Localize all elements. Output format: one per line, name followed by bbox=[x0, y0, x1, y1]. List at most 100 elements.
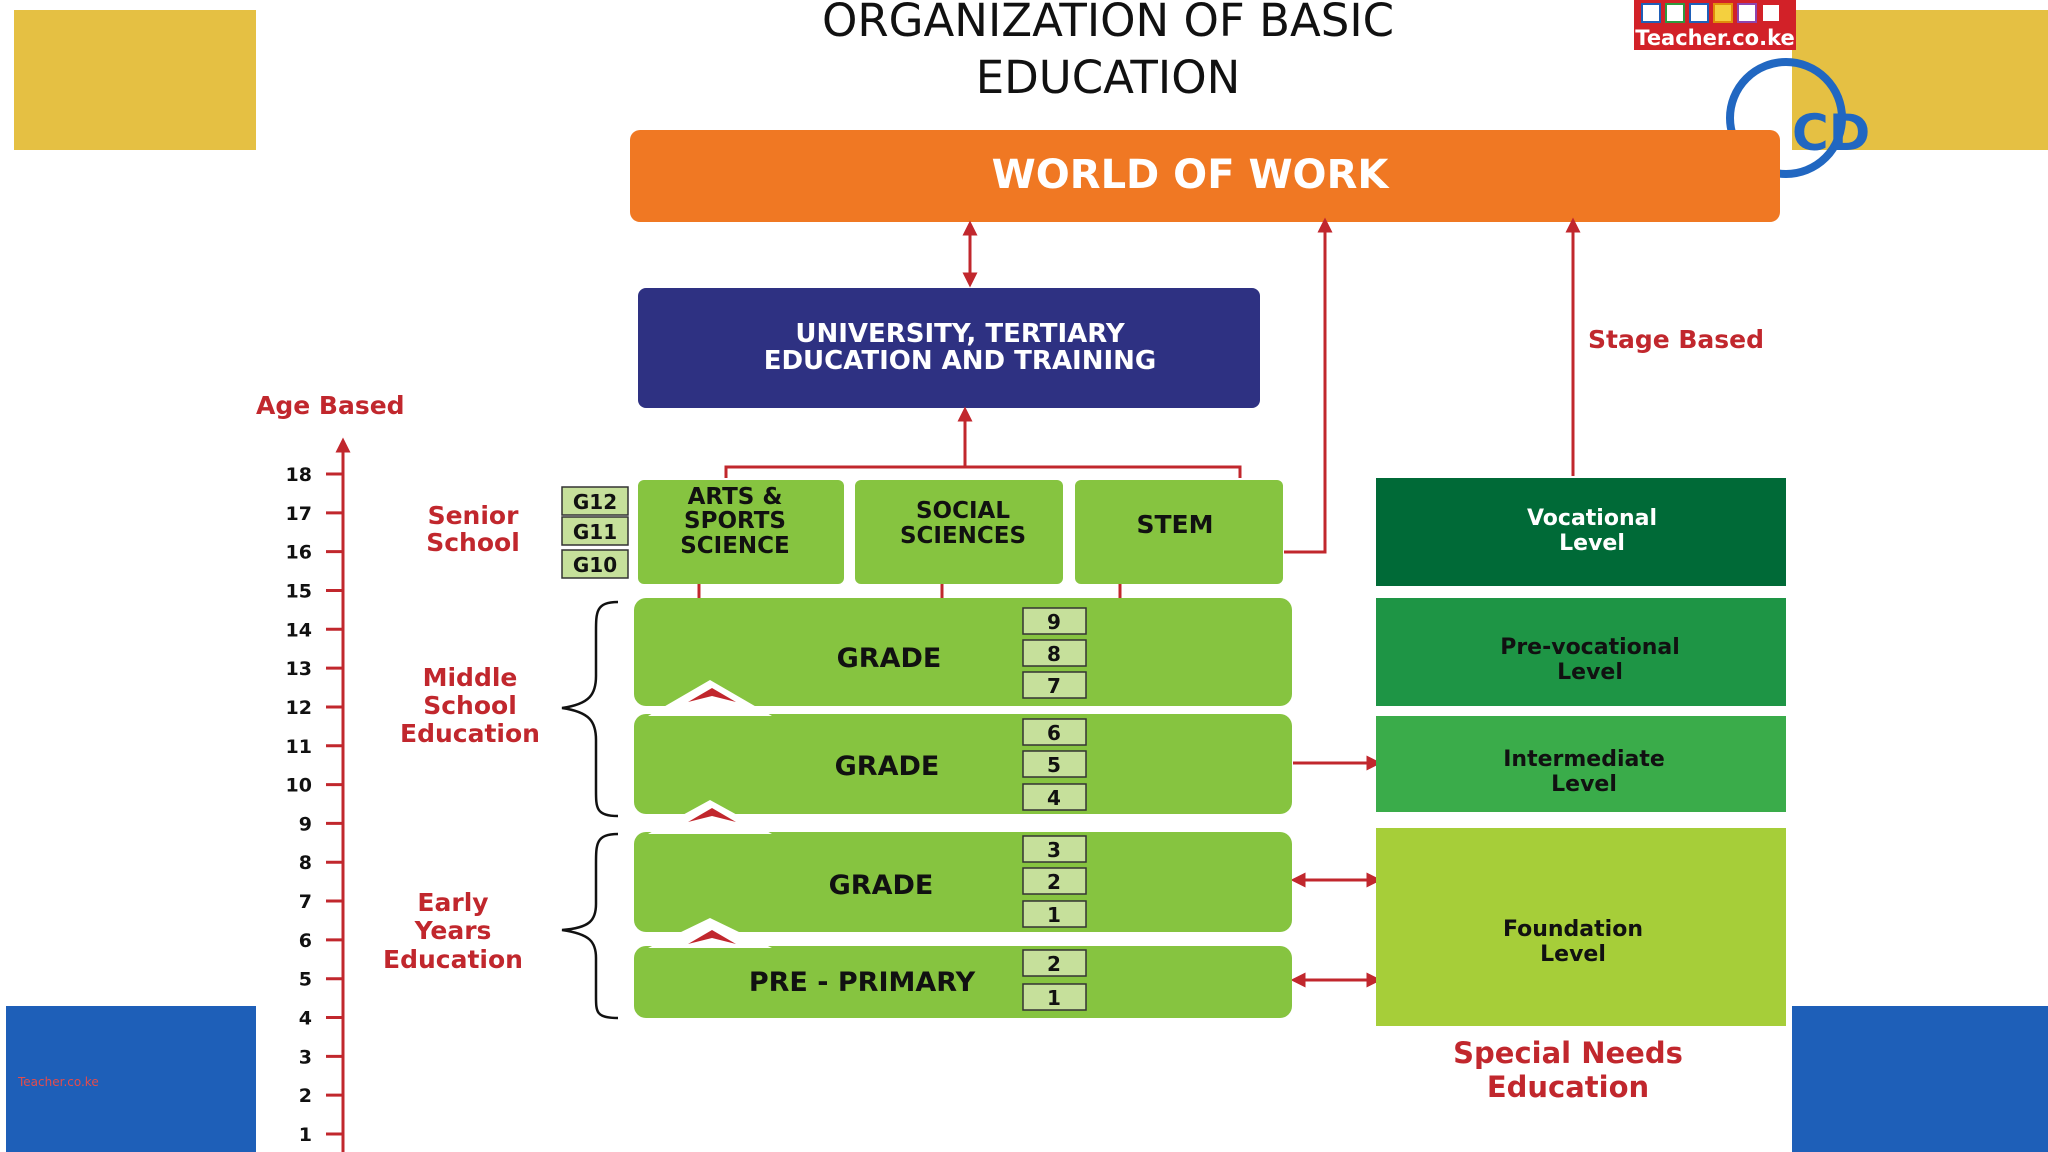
age-tick-label: 13 bbox=[286, 658, 312, 680]
progression-arrow bbox=[688, 688, 736, 702]
grade-number: 3 bbox=[1047, 838, 1061, 862]
age-tick-label: 7 bbox=[299, 891, 312, 913]
age-tick-label: 5 bbox=[299, 969, 312, 991]
age-tick-label: 9 bbox=[299, 813, 312, 835]
grade-band-label: PRE - PRIMARY bbox=[749, 967, 976, 998]
grade-number: 1 bbox=[1047, 986, 1061, 1010]
pathway-arts-line: SCIENCE bbox=[680, 533, 790, 559]
age-tick-label: 4 bbox=[299, 1008, 312, 1030]
logo-book-1 bbox=[1641, 3, 1661, 23]
grade-number-box bbox=[1022, 639, 1087, 667]
senior-grade-tags: G12 G11 G10 bbox=[561, 486, 629, 579]
senior-grade-tag: G10 bbox=[573, 553, 617, 577]
grade-number: 7 bbox=[1047, 674, 1061, 698]
pre-vocational-level-line: Pre-vocational bbox=[1500, 635, 1680, 660]
pathway-stem-box bbox=[1075, 480, 1283, 584]
grade-band-7-9 bbox=[634, 598, 1292, 706]
senior-label-line-2: School bbox=[426, 528, 520, 557]
senior-grade-tag-box bbox=[561, 516, 629, 546]
middle-label-line-1: Middle bbox=[423, 663, 518, 692]
stage-braces bbox=[561, 600, 619, 1020]
senior-grade-tag-box bbox=[561, 549, 629, 579]
pathway-stem-line: STEM bbox=[1136, 510, 1213, 539]
university-block: UNIVERSITY, TERTIARY EDUCATION AND TRAIN… bbox=[638, 288, 1260, 408]
middle-label-line-2: School bbox=[423, 691, 517, 720]
senior-grade-tag: G11 bbox=[573, 520, 617, 544]
age-axis-label: Age Based bbox=[256, 391, 405, 420]
page-title: ORGANIZATION OF BASIC EDUCATION bbox=[822, 0, 1394, 104]
pathway-arts-sports-box bbox=[638, 480, 844, 584]
grade-number-box bbox=[1022, 900, 1087, 928]
age-tick-label: 11 bbox=[286, 736, 312, 758]
foundation-level-box bbox=[1376, 828, 1786, 1026]
connector-pathways-bar bbox=[724, 465, 1242, 478]
grade-band-label: GRADE bbox=[835, 751, 940, 782]
grade-number: 2 bbox=[1047, 952, 1061, 976]
early-years-brace bbox=[561, 832, 619, 1020]
arrow-stem-to-work bbox=[1284, 217, 1333, 554]
middle-school-brace bbox=[561, 600, 619, 818]
vocational-level-line: Vocational bbox=[1527, 506, 1657, 531]
grade-number-box bbox=[1022, 867, 1087, 895]
grade-band-label: GRADE bbox=[829, 870, 934, 901]
grade-number: 5 bbox=[1047, 753, 1061, 777]
blue-band-left bbox=[6, 1006, 266, 1152]
age-tick-label: 12 bbox=[286, 697, 312, 719]
special-needs-line: Special Needs bbox=[1453, 1036, 1683, 1070]
age-tick-label: 2 bbox=[299, 1085, 312, 1107]
logo-book-5 bbox=[1737, 3, 1757, 23]
progression-arrow bbox=[688, 930, 736, 944]
special-needs-line: Education bbox=[1487, 1070, 1649, 1104]
stage-based-levels: Stage Based Vocational Level Pre-vocatio… bbox=[1376, 325, 1786, 1104]
vocational-level-box bbox=[1376, 478, 1786, 586]
early-label-line-1: Early bbox=[417, 888, 488, 917]
title-line-2: EDUCATION bbox=[976, 51, 1241, 104]
age-tick-label: 14 bbox=[286, 619, 312, 641]
grade-number-box bbox=[1022, 983, 1087, 1011]
age-tick-label: 8 bbox=[299, 852, 312, 874]
pathway-arts-line: SPORTS bbox=[684, 508, 786, 534]
logo-book-6 bbox=[1761, 3, 1781, 23]
world-of-work-block: WORLD OF WORK bbox=[630, 130, 1780, 222]
university-box bbox=[638, 288, 1260, 408]
age-tick-label: 15 bbox=[286, 580, 312, 602]
grade-number: 1 bbox=[1047, 903, 1061, 927]
grade-number: 4 bbox=[1047, 786, 1061, 810]
logo-text: Teacher.co.ke bbox=[1635, 26, 1794, 50]
world-of-work-bar bbox=[630, 130, 1780, 222]
grade-number: 6 bbox=[1047, 721, 1061, 745]
senior-grade-tag-box bbox=[561, 486, 629, 516]
grade-number-box bbox=[1022, 607, 1087, 635]
stage-based-label: Stage Based bbox=[1588, 325, 1764, 354]
age-tick-label: 16 bbox=[286, 542, 312, 564]
pathway-social-sciences-box bbox=[855, 480, 1063, 584]
early-label-line-3: Education bbox=[383, 945, 523, 974]
age-tick-label: 10 bbox=[286, 775, 312, 797]
world-of-work-label: WORLD OF WORK bbox=[992, 152, 1391, 198]
university-line-2: EDUCATION AND TRAINING bbox=[764, 346, 1157, 376]
vocational-level-line: Level bbox=[1559, 531, 1625, 556]
grade-bands: GRADE 9 8 7 GRADE 6 5 4 GRADE 3 2 1 PRE … bbox=[634, 598, 1292, 1018]
early-label-line-2: Years bbox=[414, 916, 492, 945]
grade-number-box bbox=[1022, 783, 1087, 811]
senior-pathways: ARTS & SPORTS SCIENCE SOCIAL SCIENCES ST… bbox=[638, 480, 1283, 584]
logo-book-4 bbox=[1713, 3, 1733, 23]
gold-band-right bbox=[1790, 10, 2048, 150]
pre-vocational-level-box bbox=[1376, 598, 1786, 706]
senior-grade-tag: G12 bbox=[573, 490, 617, 514]
grade-number: 2 bbox=[1047, 870, 1061, 894]
grade-band-4-6 bbox=[634, 714, 1292, 814]
age-tick-label: 18 bbox=[286, 464, 312, 486]
logo-book-2 bbox=[1665, 3, 1685, 23]
pathway-social-line: SCIENCES bbox=[900, 523, 1026, 549]
corner-logo-text: CD bbox=[1792, 104, 1870, 162]
blue-band-right bbox=[1790, 1006, 2048, 1152]
band-notch bbox=[648, 680, 772, 716]
gold-band-left bbox=[14, 10, 266, 150]
intermediate-level-line: Intermediate bbox=[1503, 747, 1665, 772]
progression-arrow bbox=[688, 808, 736, 822]
pre-vocational-level-line: Level bbox=[1557, 660, 1623, 685]
pre-primary-band bbox=[634, 946, 1292, 1018]
